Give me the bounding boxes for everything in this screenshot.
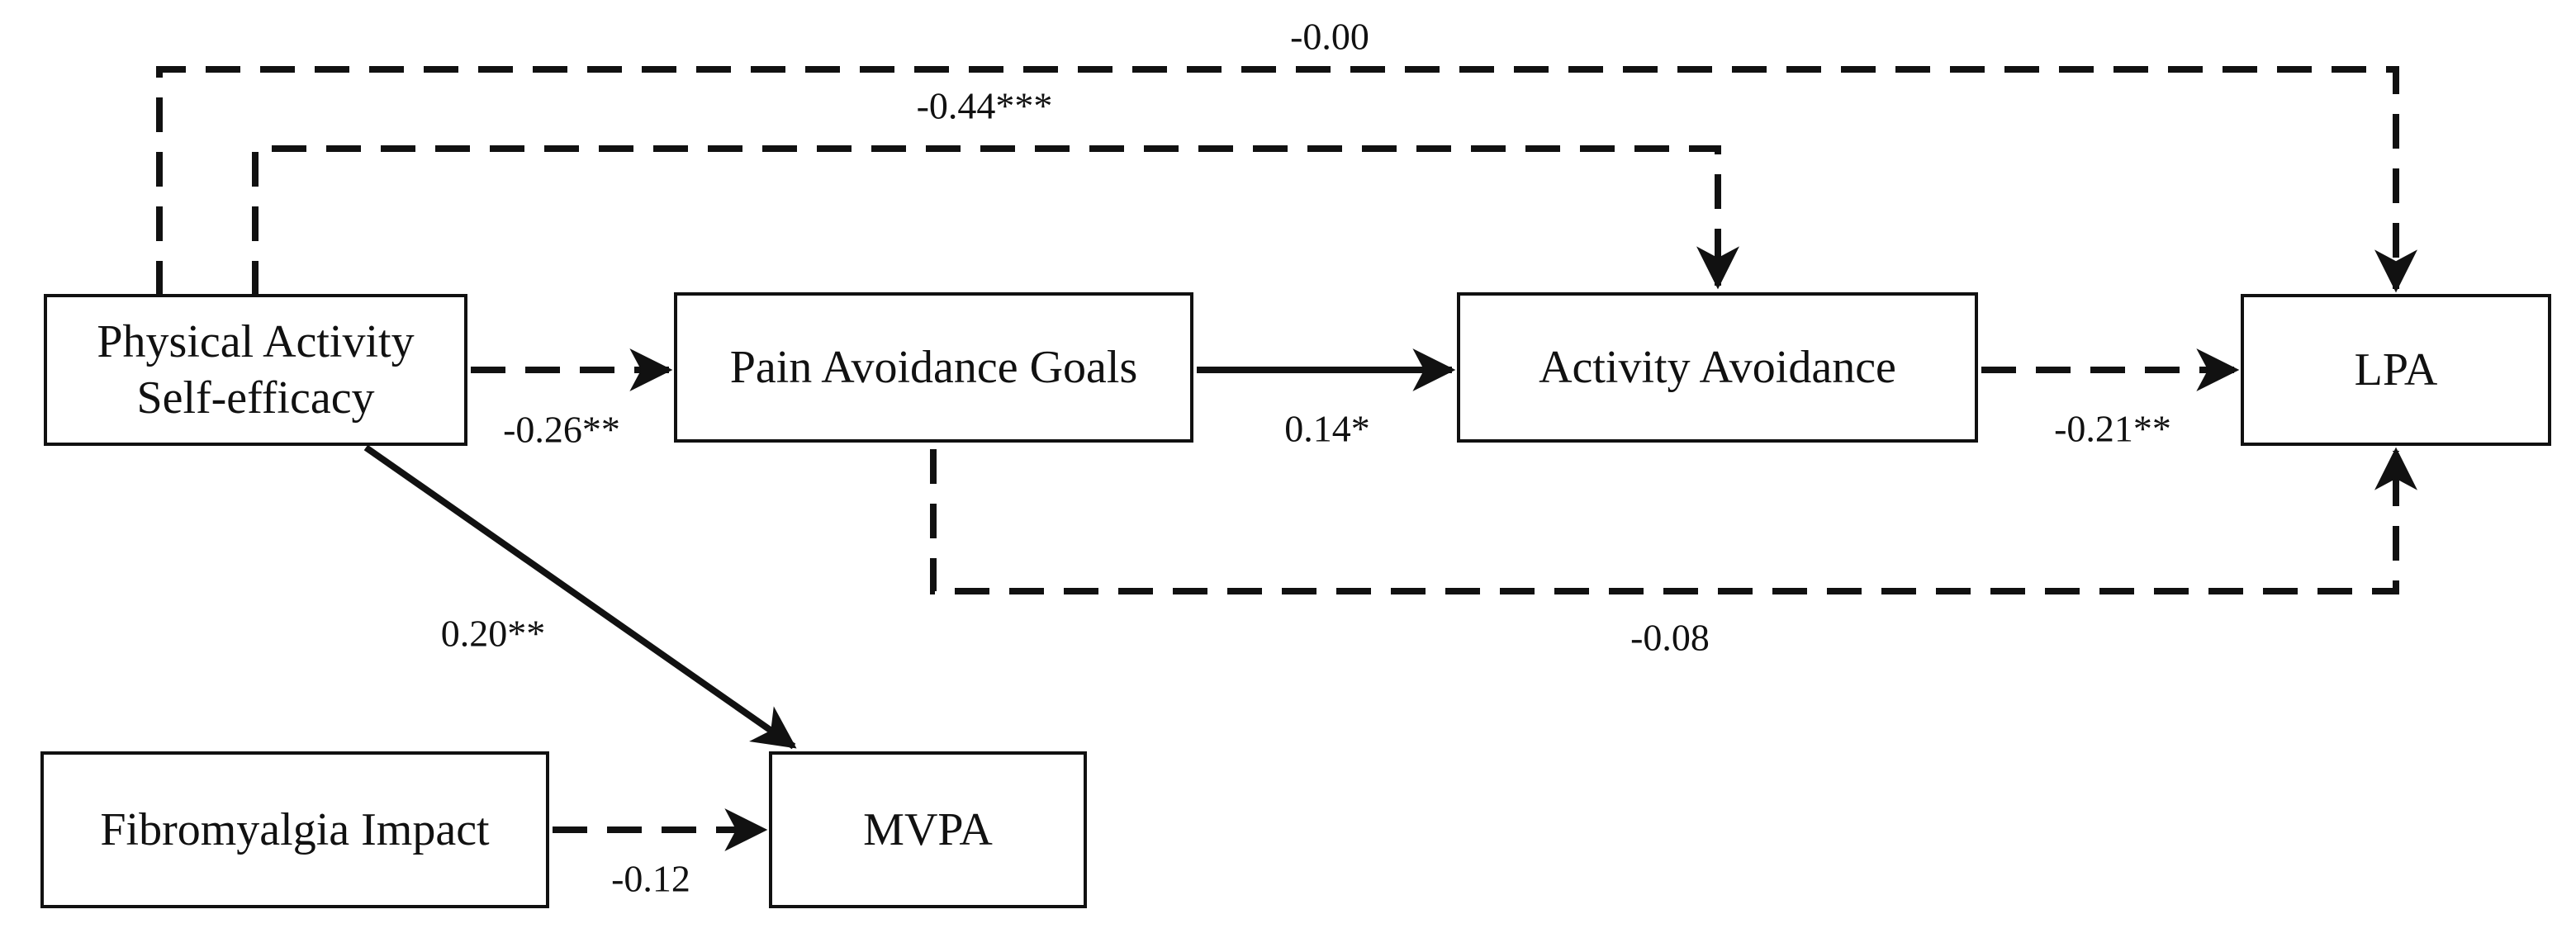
edge-pain-avoidance-goals-to-lpa-dashed-arrow [930, 447, 2417, 594]
node-lpa: LPA [2241, 294, 2551, 446]
coef-pase-lpa: -0.00 [1290, 15, 1369, 58]
coef-activity-avoidance-lpa: -0.21** [2054, 407, 2171, 450]
node-physical-activity-self-efficacy: Physical Activity Self-efficacy [44, 294, 467, 446]
coef-pain-avoidance-goals-activity-avoidance: 0.14* [1284, 407, 1370, 450]
node-label-pain-avoidance-goals: Pain Avoidance Goals [729, 341, 1138, 393]
node-fibromyalgia-impact: Fibromyalgia Impact [40, 751, 549, 908]
coef-pase-mvpa: 0.20** [440, 612, 546, 655]
coef-pain-avoidance-goals-lpa: -0.08 [1630, 616, 1710, 659]
node-label-fibromyalgia-impact: Fibromyalgia Impact [100, 803, 490, 855]
edge-pase-to-lpa-dashed-arrow [156, 66, 2417, 296]
node-label-lpa: LPA [2354, 343, 2438, 395]
node-pain-avoidance-goals: Pain Avoidance Goals [674, 292, 1193, 443]
coef-pase-activity-avoidance: -0.44*** [916, 84, 1053, 127]
node-label-activity-avoidance: Activity Avoidance [1539, 341, 1896, 393]
node-activity-avoidance: Activity Avoidance [1457, 292, 1978, 443]
edge-pase-to-mvpa-solid-arrow [363, 444, 797, 750]
coef-pase-pain-avoidance-goals: -0.26** [503, 408, 620, 451]
node-mvpa: MVPA [769, 751, 1087, 908]
coef-fibromyalgia-impact-mvpa: -0.12 [611, 857, 690, 900]
node-label-physical-activity-self-efficacy: Physical Activity Self-efficacy [97, 315, 415, 424]
edge-pase-to-activity-avoidance-dashed-arrow [252, 145, 1739, 296]
node-label-mvpa: MVPA [863, 803, 993, 855]
